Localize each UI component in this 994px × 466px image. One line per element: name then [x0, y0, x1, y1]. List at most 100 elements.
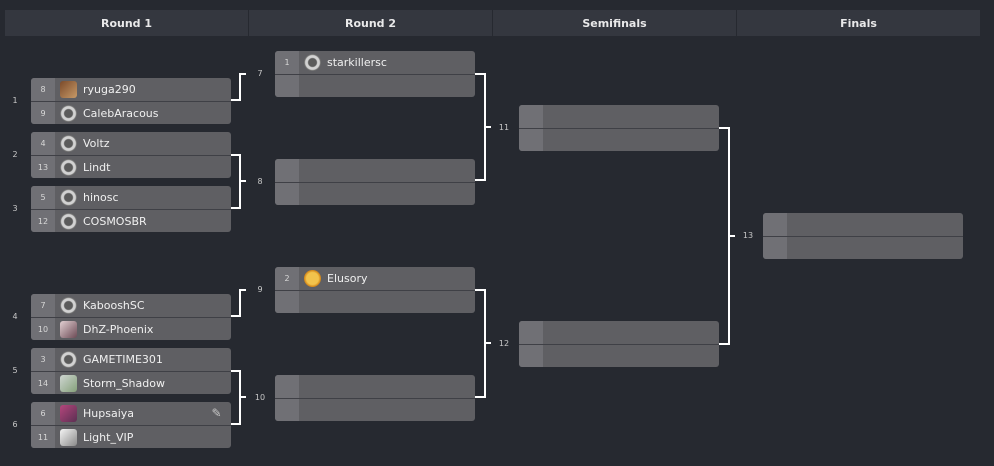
player-avatar-icon: [60, 405, 77, 422]
match-10-player-2[interactable]: [275, 398, 475, 421]
player-name: GAMETIME301: [83, 353, 163, 366]
player-name: DhZ-Phoenix: [83, 322, 154, 336]
match-4-player-1[interactable]: 7 KabooshSC: [31, 294, 231, 317]
seed-label: [275, 291, 299, 313]
round-header-finals: Finals: [737, 10, 980, 36]
seed-label: 8: [31, 78, 55, 101]
match-10-player-1[interactable]: [275, 375, 475, 398]
seed-label: 5: [31, 186, 55, 209]
seed-label: 7: [31, 294, 55, 317]
match-8-player-2[interactable]: [275, 182, 475, 205]
player-avatar-icon: [60, 81, 77, 98]
match-number-6: 6: [12, 420, 18, 429]
match-8[interactable]: [275, 159, 475, 205]
player-avatar-icon: [60, 320, 77, 338]
sc2-logo-icon: [60, 212, 77, 230]
seed-label: 6: [31, 402, 55, 425]
seed-label: 4: [31, 132, 55, 155]
match-number-10: 10: [254, 393, 266, 402]
seed-label: [275, 183, 299, 205]
match-5-player-1[interactable]: 3 GAMETIME301: [31, 348, 231, 371]
sc2-logo-icon: [60, 189, 77, 206]
match-12[interactable]: [519, 321, 719, 367]
player-avatar-icon: [60, 428, 77, 446]
seed-label: [519, 345, 543, 367]
round-header-1: Round 1: [5, 10, 248, 36]
match-6[interactable]: 6 Hupsaiya 11 Light_VIP ✎: [31, 402, 231, 448]
player-name: Voltz: [83, 137, 110, 150]
seed-label: 1: [275, 51, 299, 74]
match-9-player-1[interactable]: 2 Elusory: [275, 267, 475, 290]
sc2-logo-icon: [60, 297, 77, 314]
match-13-player-2[interactable]: [763, 236, 963, 259]
player-name: KabooshSC: [83, 299, 145, 312]
match-number-5: 5: [12, 366, 18, 375]
match-13-player-1[interactable]: [763, 213, 963, 236]
player-name: Lindt: [83, 160, 111, 174]
seed-label: 3: [31, 348, 55, 371]
match-5-player-2[interactable]: 14 Storm_Shadow: [31, 371, 231, 394]
sc2-logo-icon: [60, 158, 77, 176]
match-number-3: 3: [12, 204, 18, 213]
match-7-player-2[interactable]: [275, 74, 475, 97]
seed-label: [275, 375, 299, 398]
match-number-11: 11: [498, 123, 510, 132]
match-number-9: 9: [257, 285, 263, 294]
match-10[interactable]: [275, 375, 475, 421]
match-number-12: 12: [498, 339, 510, 348]
seed-label: 10: [31, 318, 55, 340]
match-13[interactable]: [763, 213, 963, 259]
match-4[interactable]: 7 KabooshSC 10 DhZ-Phoenix: [31, 294, 231, 340]
round-header-2: Round 2: [249, 10, 492, 36]
match-number-2: 2: [12, 150, 18, 159]
match-11[interactable]: [519, 105, 719, 151]
match-7[interactable]: 1 starkillersc: [275, 51, 475, 97]
seed-label: [763, 237, 787, 259]
seed-label: [275, 75, 299, 97]
match-12-player-2[interactable]: [519, 344, 719, 367]
match-9-player-2[interactable]: [275, 290, 475, 313]
match-6-player-2[interactable]: 11 Light_VIP: [31, 425, 231, 448]
player-name: Storm_Shadow: [83, 376, 165, 390]
seed-label: [519, 129, 543, 151]
seed-label: [519, 321, 543, 344]
match-1-player-2[interactable]: 9 CalebAracous: [31, 101, 231, 124]
seed-label: 11: [31, 426, 55, 448]
match-5[interactable]: 3 GAMETIME301 14 Storm_Shadow: [31, 348, 231, 394]
player-name: Light_VIP: [83, 430, 134, 444]
match-2-player-1[interactable]: 4 Voltz: [31, 132, 231, 155]
player-name: COSMOSBR: [83, 214, 147, 228]
seed-label: 13: [31, 156, 55, 178]
match-number-1: 1: [12, 96, 18, 105]
match-1[interactable]: 8 ryuga290 9 CalebAracous: [31, 78, 231, 124]
match-3-player-1[interactable]: 5 hinosc: [31, 186, 231, 209]
match-3-player-2[interactable]: 12 COSMOSBR: [31, 209, 231, 232]
player-avatar-icon: [60, 374, 77, 392]
match-8-player-1[interactable]: [275, 159, 475, 182]
sc2-logo-icon: [60, 351, 77, 368]
seed-label: 2: [275, 267, 299, 290]
match-4-player-2[interactable]: 10 DhZ-Phoenix: [31, 317, 231, 340]
sc2-logo-icon: [60, 104, 77, 122]
sc2-logo-icon: [60, 135, 77, 152]
match-9[interactable]: 2 Elusory: [275, 267, 475, 313]
match-11-player-1[interactable]: [519, 105, 719, 128]
player-name: CalebAracous: [83, 106, 159, 120]
match-number-8: 8: [257, 177, 263, 186]
player-name: Elusory: [327, 272, 368, 285]
match-11-player-2[interactable]: [519, 128, 719, 151]
match-number-4: 4: [12, 312, 18, 321]
match-6-player-1[interactable]: 6 Hupsaiya: [31, 402, 231, 425]
match-number-13: 13: [742, 231, 754, 240]
seed-label: 14: [31, 372, 55, 394]
match-2-player-2[interactable]: 13 Lindt: [31, 155, 231, 178]
match-7-player-1[interactable]: 1 starkillersc: [275, 51, 475, 74]
match-number-7: 7: [257, 69, 263, 78]
match-12-player-1[interactable]: [519, 321, 719, 344]
match-1-player-1[interactable]: 8 ryuga290: [31, 78, 231, 101]
edit-report-icon[interactable]: ✎: [211, 406, 222, 420]
sc2-logo-icon: [304, 54, 321, 71]
match-2[interactable]: 4 Voltz 13 Lindt: [31, 132, 231, 178]
seed-label: [519, 105, 543, 128]
match-3[interactable]: 5 hinosc 12 COSMOSBR: [31, 186, 231, 232]
